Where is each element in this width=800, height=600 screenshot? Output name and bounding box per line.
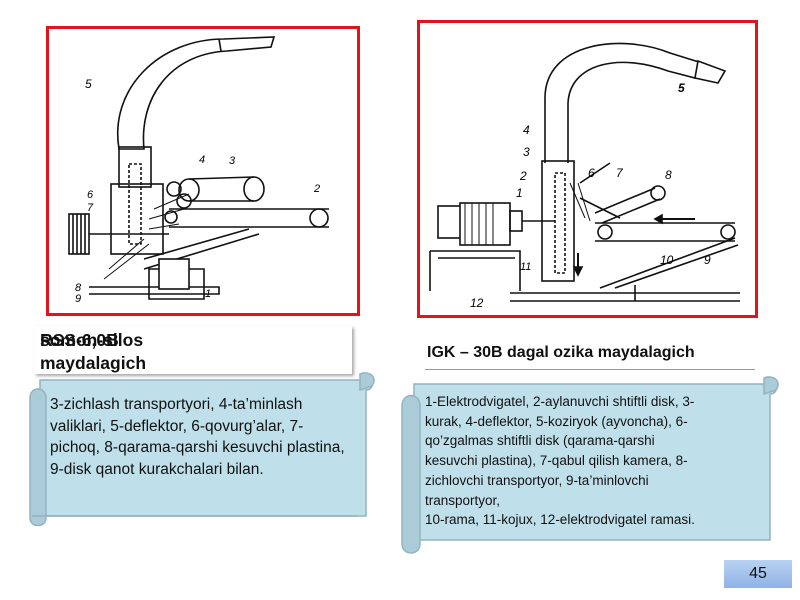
- label-1: 1: [516, 186, 523, 200]
- left-caption-line2: maydalagich: [40, 353, 147, 373]
- label-8: 8: [75, 282, 82, 294]
- left-scroll-shape: [29, 372, 375, 527]
- label-3: 3: [229, 155, 236, 167]
- label-9: 9: [75, 293, 82, 305]
- label-6: 6: [87, 189, 94, 201]
- right-description-line: 1-Elektrodvigatel, 2-aylanuvchi shtiftli…: [425, 394, 695, 409]
- right-diagram-frame: 5 4 3 6 7 8 2 1 11 10 9 12: [417, 20, 758, 318]
- label-3: 3: [523, 145, 530, 159]
- label-5: 5: [85, 77, 92, 91]
- right-caption: IGK – 30B dagal ozika maydalagich: [427, 344, 695, 361]
- right-description-line: zichlovchi transportyor, 9-ta’minlovchi: [425, 472, 649, 488]
- label-10: 10: [660, 253, 674, 267]
- page-number: 45: [724, 560, 792, 588]
- left-caption-model: RSS-6,0B: [40, 330, 119, 350]
- right-caption-underline: [425, 369, 755, 370]
- igk-machine-diagram: [429, 42, 740, 302]
- label-8: 8: [665, 168, 672, 182]
- right-description-line: kesuvchi plastina), 7-qabul qilish kamer…: [425, 453, 688, 469]
- label-12: 12: [470, 296, 484, 310]
- left-description: 3-zichlash transportyori, 4-ta’minlash v…: [50, 396, 345, 478]
- right-description-line: transportyor,: [425, 492, 501, 508]
- right-description: 1-Elektrodvigatel, 2-aylanuvchi shtiftli…: [425, 392, 755, 530]
- left-diagram-frame: 5 4 3 2 6 7 8 9 1: [46, 26, 360, 316]
- label-7: 7: [87, 202, 94, 214]
- right-description-line: qo’zgalmas shtiftli disk (qarama-qarshi: [425, 433, 655, 449]
- label-2: 2: [314, 183, 321, 195]
- right-scroll-shape: [401, 376, 779, 554]
- label-1: 1: [205, 288, 212, 300]
- label-6: 6: [588, 166, 595, 180]
- label-4: 4: [523, 123, 530, 137]
- left-caption: RSS-6,0B somon-silos maydalagich: [34, 326, 352, 374]
- rss-machine-diagram: [68, 36, 329, 300]
- left-caption-type: somon-silos: [40, 330, 144, 350]
- label-5: 5: [678, 81, 685, 95]
- label-11: 11: [520, 261, 532, 273]
- right-description-line: kurak, 4-deflektor, 5-koziryok (ayvoncha…: [425, 413, 688, 429]
- label-4: 4: [199, 154, 206, 166]
- label-7: 7: [616, 166, 623, 180]
- label-9: 9: [704, 253, 711, 267]
- label-2: 2: [520, 169, 527, 183]
- right-description-line: 10-rama, 11-kojux, 12-elektrodvigatel ra…: [425, 512, 695, 528]
